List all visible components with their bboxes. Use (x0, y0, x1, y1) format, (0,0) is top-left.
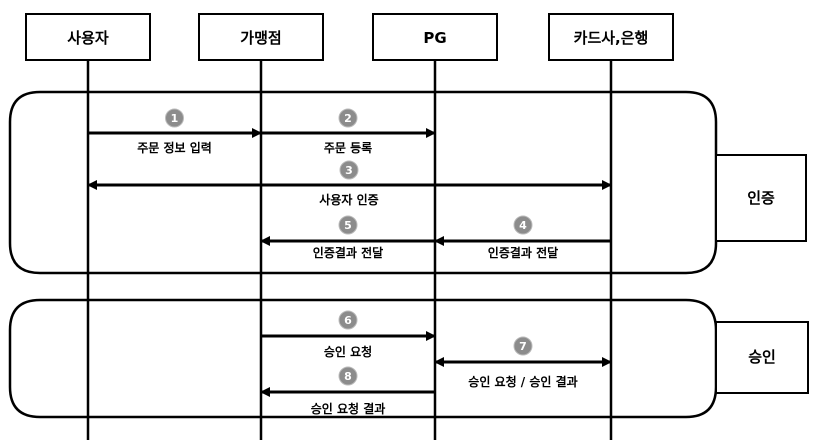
message-label: 주문 등록 (324, 140, 372, 155)
group-label-auth: 인증 (747, 189, 775, 207)
step-badge (165, 108, 184, 128)
participant-label: PG (423, 29, 446, 47)
message-label: 승인 요청 / 승인 결과 (468, 374, 577, 389)
message-label: 주문 정보 입력 (137, 140, 212, 155)
step-number: 1 (171, 112, 179, 125)
step-badge (513, 215, 533, 235)
participant-box (198, 13, 324, 61)
group-label-approval: 승인 (748, 348, 776, 366)
message-label: 인증결과 전달 (488, 245, 558, 260)
group-frame-approval (8, 298, 718, 419)
step-number: 6 (344, 314, 352, 327)
message-label: 인증결과 전달 (313, 245, 383, 260)
step-number: 4 (519, 219, 527, 232)
step-badge (338, 310, 358, 330)
step-number: 5 (344, 219, 352, 232)
participant-box (25, 13, 151, 61)
step-number: 3 (345, 164, 353, 177)
group-frame-auth (8, 90, 718, 275)
group-label-box-approval (715, 321, 809, 394)
participant-box (548, 13, 674, 61)
message-label: 승인 요청 (324, 344, 372, 359)
step-badge (338, 215, 358, 235)
step-number: 2 (344, 112, 352, 125)
participant-box (372, 13, 498, 61)
step-badge (338, 108, 358, 128)
step-number: 8 (344, 370, 352, 383)
participant-label: 카드사,은행 (574, 29, 649, 47)
step-badge (339, 160, 359, 180)
participant-label: 사용자 (67, 29, 109, 47)
step-number: 7 (519, 340, 527, 353)
step-badge (338, 366, 358, 386)
message-label: 승인 요청 결과 (311, 401, 386, 416)
group-label-box-auth (715, 154, 807, 242)
participant-label: 가맹점 (240, 29, 281, 47)
step-badge (513, 336, 533, 356)
message-label: 사용자 인증 (319, 192, 378, 207)
